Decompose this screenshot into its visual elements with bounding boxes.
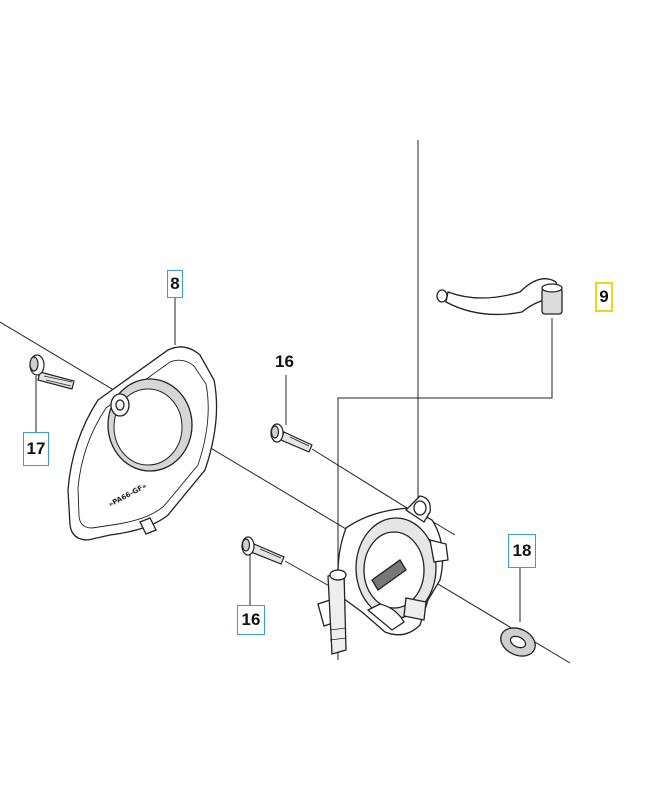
callout-18: 18	[508, 534, 536, 568]
screw-16-top-part	[270, 423, 313, 453]
oil-pump-cover-part: »PA66-GF«	[67, 346, 218, 541]
leader-line-screw-16-top-axis	[311, 448, 416, 514]
callout-9: 9	[595, 282, 613, 312]
oil-pump-body-part	[317, 495, 449, 655]
leader-line-hose	[337, 318, 553, 660]
oil-hose-part	[436, 278, 563, 316]
callout-8: 8	[167, 270, 183, 298]
screw-17-part	[29, 354, 75, 390]
assembly-axis-line	[0, 321, 571, 664]
callout-17: 17	[23, 432, 49, 466]
callout-16-top: 16	[275, 352, 294, 371]
callout-16-bottom: 16	[237, 605, 265, 635]
washer-18-part	[500, 627, 536, 657]
screw-16-bottom-part	[241, 536, 285, 565]
